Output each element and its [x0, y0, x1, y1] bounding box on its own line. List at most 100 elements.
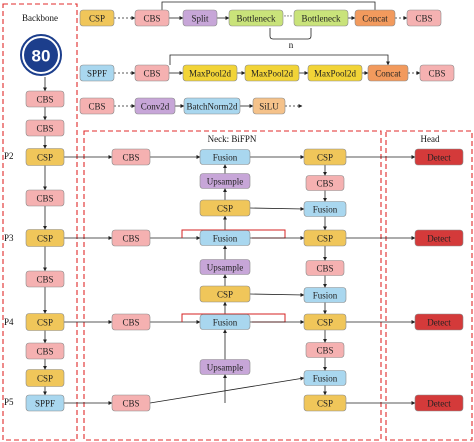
backbone-csp-5-box	[25, 369, 65, 387]
csp-def-cbs2-label: CBS	[415, 14, 432, 24]
head-detect-1-label: Detect	[427, 153, 451, 163]
sppf-def-pool2-label: MaxPool2d	[251, 69, 294, 79]
neck-title: Neck: BiFPN	[208, 134, 257, 144]
cbs-def-conv-box	[134, 97, 176, 115]
neck-fusion-r3-box	[303, 287, 347, 303]
backbone-sppf-label: SPPF	[35, 399, 55, 409]
csp-def-split-node: Split	[182, 9, 218, 27]
neck-csp-a-label: CSP	[217, 204, 233, 214]
backbone-cbs-3-node: CBS	[25, 189, 65, 207]
csp-def-cbs2-box	[406, 9, 442, 27]
neck-down-cbs-2-label: CBS	[316, 264, 333, 274]
bottleneck-loop-bracket	[269, 28, 312, 40]
neck-fusion-r4-box	[303, 370, 347, 386]
neck-out-csp-1-node: CSP	[303, 148, 347, 166]
backbone-csp-p4-label: CSP	[37, 318, 53, 328]
neck-down-cbs-3-box	[305, 342, 345, 358]
neck-panel	[83, 130, 382, 441]
neck-csp-b-box	[199, 285, 251, 303]
neck-out-csp-4-box	[303, 394, 347, 412]
neck-lat-p5-node: CBS	[111, 394, 151, 412]
head-title: Head	[421, 134, 440, 144]
sppf-def-pool3-box	[307, 64, 363, 82]
neck-down-cbs-1-label: CBS	[316, 179, 333, 189]
label-p3: P3	[4, 233, 14, 243]
head-detect-3-box	[414, 313, 464, 331]
csp-def-cbs1-node: CBS	[134, 9, 170, 27]
sppf-def-input-label: SPPF	[87, 69, 107, 79]
csp-def-bottleneck1-label: Bottleneck	[237, 14, 276, 24]
sppf-def-pool2-box	[244, 64, 300, 82]
backbone-cbs-4-label: CBS	[36, 275, 53, 285]
neck-fusion-r4-node: Fusion	[303, 370, 347, 386]
neck-lat-p5-label: CBS	[122, 399, 139, 409]
neck-down-cbs-1-node: CBS	[305, 175, 345, 191]
neck-upsample-1-label: Upsample	[207, 177, 244, 187]
csp-def-cbs1-label: CBS	[143, 14, 160, 24]
csp-def-concat-box	[354, 9, 396, 27]
backbone-csp-p3-node: CSP	[25, 229, 65, 247]
neck-lat-p4-node: CBS	[111, 313, 151, 331]
neck-out-csp-2-node: CSP	[303, 229, 347, 247]
sppf-def-pool1-label: MaxPool2d	[189, 69, 232, 79]
neck-upsample-3-label: Upsample	[207, 363, 244, 373]
head-detect-2-box	[414, 229, 464, 247]
backbone-cbs-5-label: CBS	[36, 347, 53, 357]
edge-49	[249, 292, 305, 297]
head-detect-1-node: Detect	[414, 148, 464, 166]
neck-out-csp-1-box	[303, 148, 347, 166]
sppf-def-cbs1-label: CBS	[143, 69, 160, 79]
backbone-cbs-2-node: CBS	[25, 119, 65, 137]
neck-upsample-3-node: Upsample	[199, 359, 251, 375]
sppf-def-input-box	[79, 64, 115, 82]
neck-out-csp-3-node: CSP	[303, 313, 347, 331]
cbs-def-act-label: SiLU	[259, 102, 279, 112]
backbone-panel	[2, 3, 78, 441]
neck-upsample-2-box	[199, 259, 251, 275]
head-detect-2-node: Detect	[414, 229, 464, 247]
neck-fusion-p2-label: Fusion	[213, 153, 238, 163]
neck-fusion-r2-node: Fusion	[303, 201, 347, 217]
backbone-sppf-node: SPPF	[25, 394, 65, 412]
csp-def-input-box	[79, 9, 115, 27]
head-detect-4-box	[414, 394, 464, 412]
neck-upsample-3-box	[199, 359, 251, 375]
neck-down-cbs-3-label: CBS	[316, 346, 333, 356]
neck-fusion-p4-node: Fusion	[199, 314, 251, 330]
neck-fusion-r2-label: Fusion	[313, 205, 338, 215]
csp-def-concat-label: Concat	[362, 14, 388, 24]
logo-80: 80	[20, 34, 62, 76]
backbone-cbs-2-label: CBS	[36, 124, 53, 134]
csp-def-cbs2-node: CBS	[406, 9, 442, 27]
sppf-def-concat-box	[367, 64, 409, 82]
neck-lat-p4-box	[111, 313, 151, 331]
csp-def-bottleneck2-box	[293, 9, 349, 27]
cbs-def-conv-node: Conv2d	[134, 97, 176, 115]
neck-lat-p2-node: CBS	[111, 148, 151, 166]
neck-fusion-p4-box	[199, 314, 251, 330]
label-p2: P2	[4, 151, 14, 161]
cbs-def-bn-box	[183, 97, 241, 115]
bottleneck-ellipsis: ···	[284, 11, 293, 21]
head-detect-3-label: Detect	[427, 318, 451, 328]
head-detect-2-label: Detect	[427, 234, 451, 244]
sppf-def-cbs1-node: CBS	[134, 64, 170, 82]
backbone-sppf-box	[25, 394, 65, 412]
csp-def-split-label: Split	[191, 14, 209, 24]
neck-out-csp-4-node: CSP	[303, 394, 347, 412]
cbs-def-input-box	[79, 97, 115, 115]
cbs-def-bn-node: BatchNorm2d	[183, 97, 241, 115]
neck-fusion-p3-label: Fusion	[213, 234, 238, 244]
neck-lat-p3-node: CBS	[111, 229, 151, 247]
backbone-cbs-4-node: CBS	[25, 270, 65, 288]
backbone-title: Backbone	[22, 13, 58, 23]
logo-disc	[24, 38, 58, 72]
backbone-csp-p4-box	[25, 313, 65, 331]
sppf-def-concat-label: Concat	[375, 69, 401, 79]
neck-fusion-p2-node: Fusion	[199, 149, 251, 165]
sppf-def-pool1-box	[182, 64, 238, 82]
neck-upsample-2-node: Upsample	[199, 259, 251, 275]
edge-47	[249, 206, 305, 211]
cbs-def-input-node: CBS	[79, 97, 115, 115]
head-detect-4-label: Detect	[427, 399, 451, 409]
